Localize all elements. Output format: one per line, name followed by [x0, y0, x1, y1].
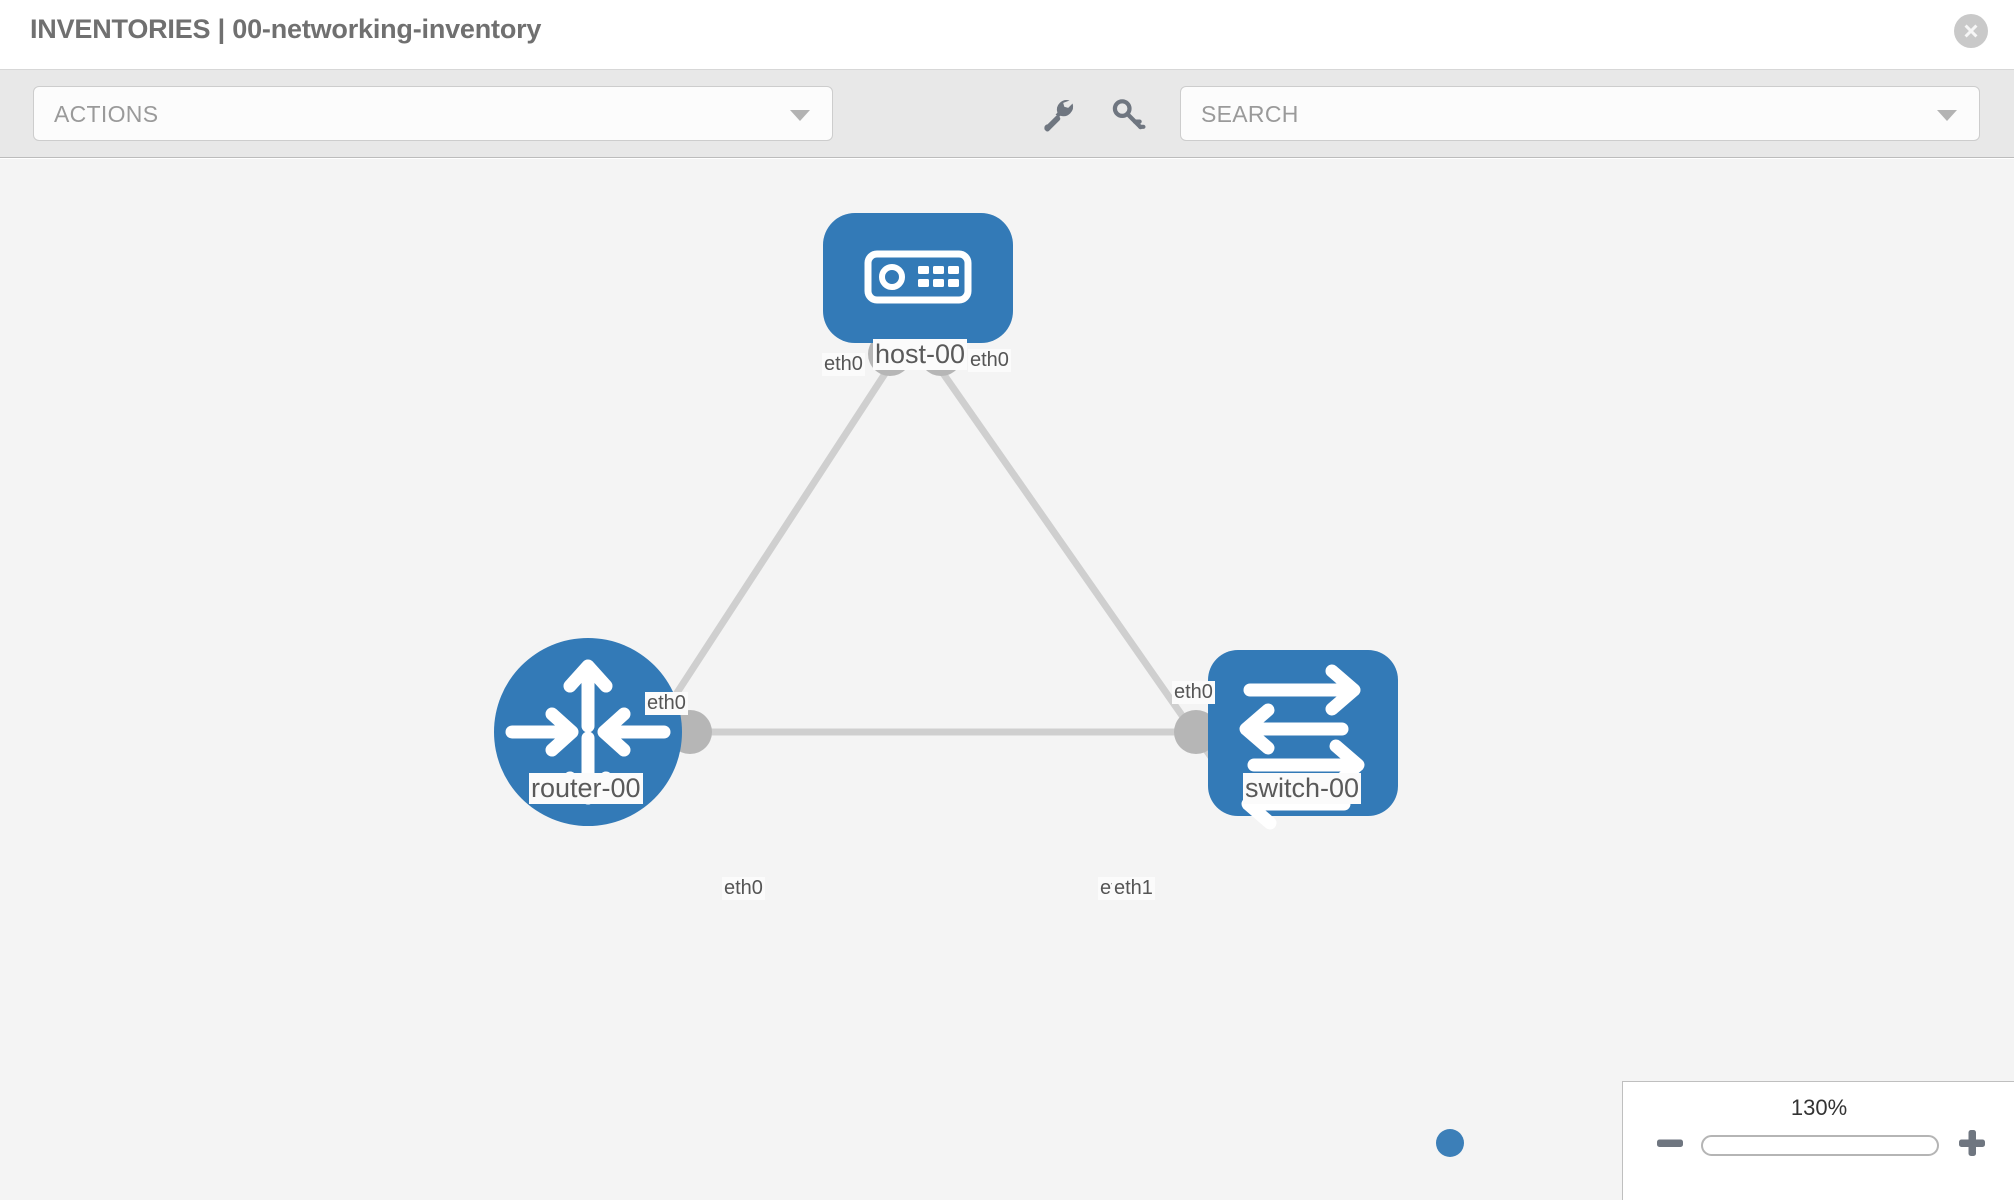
chevron-down-icon — [790, 110, 810, 121]
search-input[interactable]: SEARCH — [1180, 86, 1980, 141]
plus-icon[interactable] — [1955, 1126, 1989, 1160]
zoom-control-panel: 130% — [1622, 1081, 2014, 1200]
chevron-down-icon — [1937, 110, 1957, 121]
zoom-slider-thumb[interactable] — [1436, 1129, 1464, 1157]
edge-label-switch-left: eth1 — [1112, 877, 1155, 900]
edge-label-router-up: eth0 — [645, 692, 688, 715]
minus-icon[interactable] — [1653, 1126, 1687, 1160]
page-title: INVENTORIES | 00-networking-inventory — [30, 14, 542, 44]
edge-label-host-right: eth0 — [968, 349, 1011, 372]
close-icon[interactable] — [1954, 14, 1988, 48]
topology-svg — [494, 213, 1398, 830]
zoom-level-label: 130% — [1790, 1095, 1848, 1120]
search-placeholder-label: SEARCH — [1201, 101, 1299, 127]
edge-label-host-left: eth0 — [822, 353, 865, 376]
node-label-router: router-00 — [529, 773, 643, 804]
edge-label-switch-up: eth0 — [1172, 681, 1215, 704]
node-host-00 — [823, 213, 1013, 343]
zoom-slider[interactable] — [1701, 1135, 1939, 1156]
node-label-switch: switch-00 — [1243, 773, 1362, 804]
topology-canvas[interactable]: host-00 router-00 switch-00 eth0 eth0 et… — [0, 159, 2014, 1200]
edge-label-router-right: eth0 — [722, 877, 765, 900]
connector-switch-left — [1174, 710, 1218, 754]
server-icon — [864, 250, 972, 304]
page-header: INVENTORIES | 00-networking-inventory — [0, 0, 2014, 70]
actions-dropdown[interactable]: ACTIONS — [33, 86, 833, 141]
toolbar: ACTIONS SEARC — [0, 70, 2014, 158]
router-arrows-icon — [505, 659, 671, 805]
node-label-host: host-00 — [873, 339, 968, 370]
wrench-icon[interactable] — [1039, 94, 1081, 136]
actions-dropdown-label: ACTIONS — [54, 101, 159, 127]
key-icon[interactable] — [1107, 94, 1149, 136]
